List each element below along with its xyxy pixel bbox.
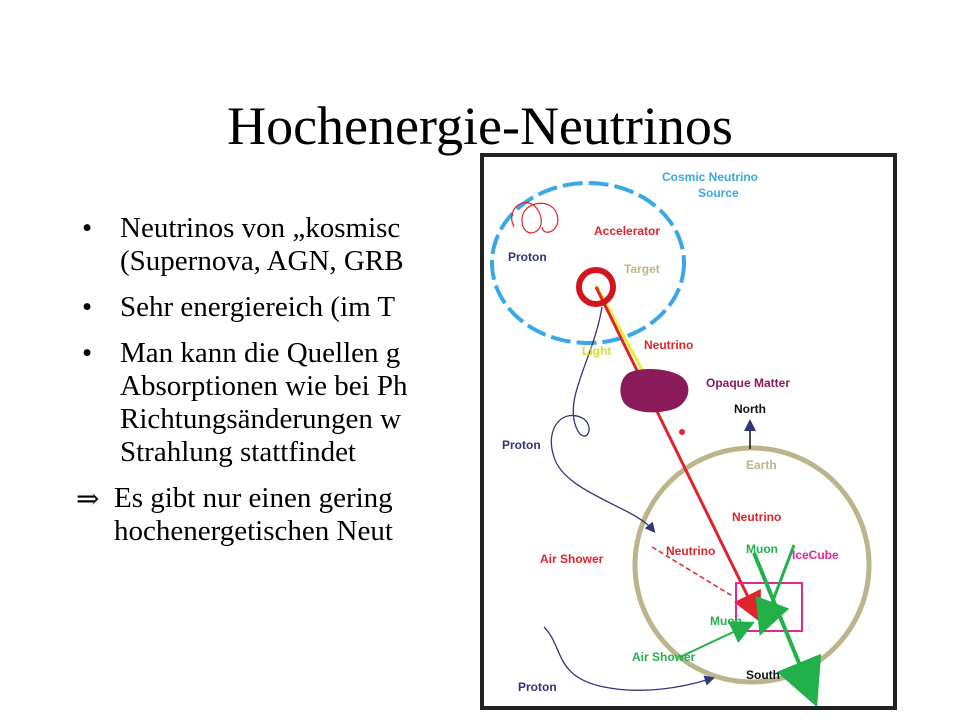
bullet-line: Absorptionen wie bei Ph <box>120 370 408 402</box>
bullet-conclusion: ⇒ Es gibt nur einen gering hochenergetis… <box>76 482 602 548</box>
bullet-line: Es gibt nur einen gering <box>114 482 393 514</box>
opaque-matter-blob <box>620 369 689 413</box>
proton-label-top: Proton <box>508 250 547 264</box>
bullet-line: Sehr energiereich (im T <box>120 291 396 323</box>
target-label: Target <box>624 262 660 276</box>
south-label: South <box>746 668 780 682</box>
muon-label-low: Muon <box>710 614 742 628</box>
opaque-matter-label: Opaque Matter <box>706 376 790 390</box>
source-region-ring <box>490 181 686 345</box>
bullet-line: hochenergetischen Neut <box>114 515 393 547</box>
air-shower-label-low: Air Shower <box>632 650 696 664</box>
proton-accelerator-path <box>511 201 559 234</box>
bullet-marker: • <box>82 212 93 244</box>
neutrino-label-mid: Neutrino <box>732 510 781 524</box>
bullet-marker: • <box>82 337 93 369</box>
neutrino-diagram-svg: Cosmic Neutrino Source Accelerator Proto… <box>490 170 872 706</box>
air-shower-muon-path <box>679 621 755 658</box>
bullet-cosmic-sources: • Neutrinos von „kosmisc (Supernova, AGN… <box>82 212 602 278</box>
bullet-line: Man kann die Quellen g <box>120 337 401 369</box>
bullet-sources: • Man kann die Quellen g Absorptionen wi… <box>82 337 602 469</box>
proton-path-mid <box>550 306 656 534</box>
neutrino-label-low: Neutrino <box>666 544 715 558</box>
source-label: Cosmic Neutrino <box>662 170 758 184</box>
north-label: North <box>734 402 766 416</box>
target-ring <box>576 267 616 307</box>
neutrino-path <box>594 286 761 623</box>
muon-label-top: Muon <box>746 542 778 556</box>
bullet-energy: • Sehr energiereich (im T <box>82 291 602 324</box>
neutrino-label-top: Neutrino <box>644 338 693 352</box>
icecube-label: IceCube <box>792 548 839 562</box>
source-label-line2: Source <box>698 186 739 200</box>
shower-neutrino-path <box>651 546 735 598</box>
muon-path <box>752 552 822 706</box>
accelerator-label: Accelerator <box>594 224 660 238</box>
proton-label-mid: Proton <box>502 438 541 452</box>
bullet-line: Richtungsänderungen w <box>120 403 402 435</box>
muon-path-short <box>755 544 796 636</box>
light-label: Light <box>582 344 611 358</box>
bullet-list: • Neutrinos von „kosmisc (Supernova, AGN… <box>76 212 602 561</box>
earth-ring <box>632 445 872 685</box>
neutrino-dot <box>679 429 685 435</box>
bullet-marker: • <box>82 291 93 323</box>
bullet-line: Strahlung stattfindet <box>120 436 356 468</box>
air-shower-label-mid: Air Shower <box>540 552 604 566</box>
earth-label: Earth <box>746 458 777 472</box>
slide-title: Hochenergie-Neutrinos <box>227 96 733 156</box>
implies-arrow-icon: ⇒ <box>76 482 100 515</box>
proton-label-low: Proton <box>518 680 557 694</box>
bullet-line: (Supernova, AGN, GRB <box>120 245 404 277</box>
neutrino-diagram: Cosmic Neutrino Source Accelerator Proto… <box>480 153 897 710</box>
proton-path-low <box>543 626 715 691</box>
bullet-line: Neutrinos von „kosmisc <box>120 212 401 244</box>
